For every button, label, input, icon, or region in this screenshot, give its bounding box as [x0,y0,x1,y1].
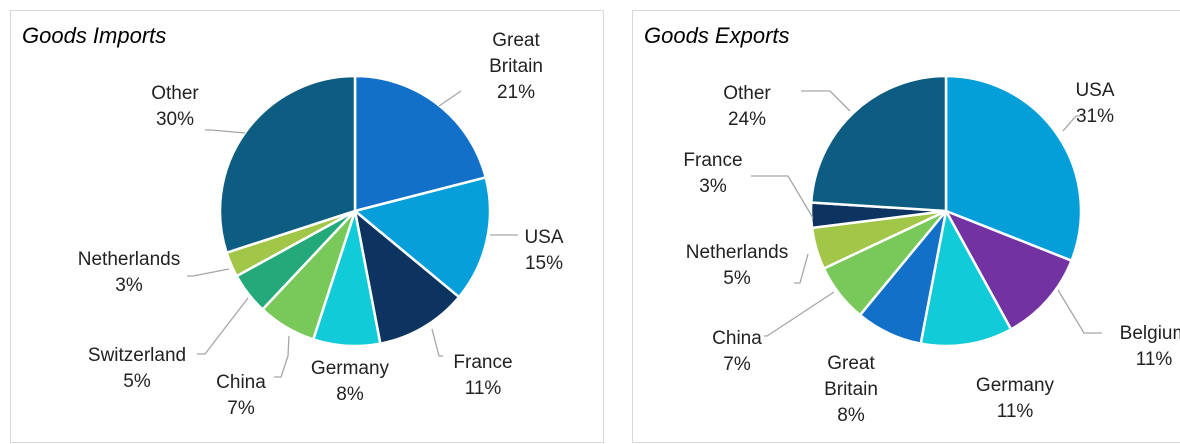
imports-leader-line-china [274,335,290,378]
imports-slice-usa [353,176,492,299]
exports-leader-line-china [764,291,835,337]
exports-slice-other [810,74,948,213]
imports-leader-line-netherlands [187,268,230,277]
exports-leader-line-belgium [1057,289,1102,334]
imports-leader-line-switzerland [197,297,249,355]
imports-chart-title: Goods Imports [22,23,167,48]
exports-leader-line-netherlands [794,253,809,284]
imports-leader-line-great-britain [438,90,462,107]
imports-leader-line-france [431,328,443,357]
exports-data-label-belgium: Belgium11% [1120,323,1180,370]
exports-chart-title: Goods Exports [644,23,790,48]
exports-slice-germany [919,209,1013,348]
exports-leader-line-other [801,90,851,112]
imports-slice-other [218,74,357,254]
exports-slice-belgium [944,209,1073,331]
exports-slice-usa [944,74,1083,262]
exports-leader-line-usa [1062,115,1080,132]
exports-leader-line-france [751,175,814,219]
imports-slice-great-britain [353,74,488,213]
imports-slice-france [353,209,461,345]
imports-leader-line-other [205,129,246,134]
